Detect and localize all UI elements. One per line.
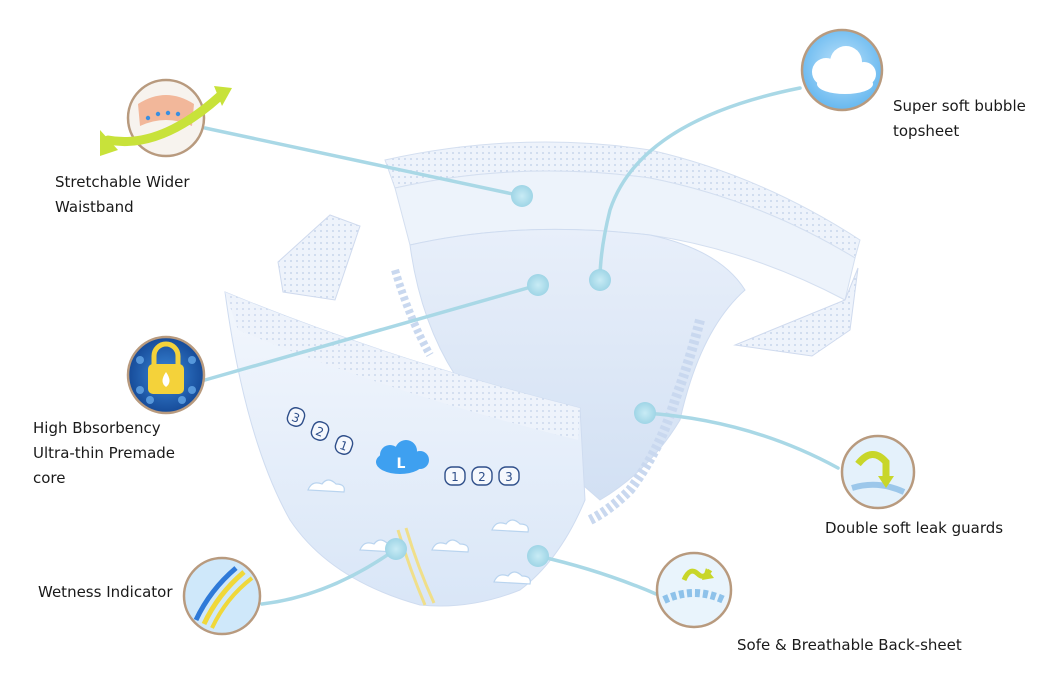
size-badge-cloud: L — [376, 440, 429, 474]
label-line: Super soft bubble — [893, 97, 1026, 115]
left-side-tab — [277, 214, 361, 301]
label-core: High Bbsorbency Ultra-thin Premade core — [33, 416, 175, 491]
node-core — [527, 274, 549, 296]
stretch-waistband-icon — [100, 78, 232, 158]
label-line: Waistband — [55, 198, 134, 216]
label-line: Stretchable Wider — [55, 173, 190, 191]
leader-line-backsheet — [536, 554, 658, 596]
node-wetness — [385, 538, 407, 560]
lock-drop-icon — [126, 335, 206, 415]
node-topsheet — [589, 269, 611, 291]
label-waistband: Stretchable Wider Waistband — [55, 170, 190, 220]
label-line: High Bbsorbency — [33, 419, 161, 437]
size-steps-back: 3 2 1 — [286, 407, 354, 455]
node-leak-guards — [634, 402, 656, 424]
label-line: Double soft leak guards — [825, 519, 1004, 537]
label-line: core — [33, 469, 66, 487]
label-line: Wetness Indicator — [38, 583, 173, 601]
leader-lines — [203, 86, 840, 606]
leak-guard-left — [391, 268, 434, 357]
label-line: Sofe & Breathable Back-sheet — [737, 636, 962, 654]
label-backsheet: Sofe & Breathable Back-sheet — [737, 633, 962, 658]
leader-line-leak-guards — [643, 411, 840, 470]
leader-line-wetness — [260, 547, 398, 606]
label-line: Ultra-thin Premade — [33, 444, 176, 462]
size-step: 3 — [290, 410, 302, 426]
leader-line-topsheet — [598, 86, 802, 282]
right-side-tab — [733, 267, 859, 357]
wetness-stripe — [404, 527, 436, 604]
front-waist-mesh — [225, 292, 580, 440]
size-step: 3 — [505, 470, 513, 484]
label-wetness: Wetness Indicator — [38, 580, 172, 605]
wetness-stripe-icon — [182, 556, 262, 636]
label-line: topsheet — [893, 122, 960, 140]
label-leak-guards: Double soft leak guards — [825, 516, 1003, 541]
size-step: 1 — [338, 438, 350, 454]
label-topsheet: Super soft bubble topsheet — [893, 94, 1026, 144]
size-badge-label: L — [397, 456, 406, 472]
leader-nodes — [385, 185, 656, 567]
node-waistband — [511, 185, 533, 207]
breathable-sheet-icon — [655, 551, 733, 629]
leader-line-core — [203, 283, 540, 382]
size-step: 2 — [478, 470, 486, 484]
leak-guard-right — [587, 318, 705, 525]
size-step: 1 — [451, 470, 459, 484]
leader-line-waistband — [203, 126, 524, 198]
cloud-bubble-icon — [800, 28, 884, 112]
decor-clouds — [307, 479, 531, 585]
wetness-stripe — [396, 529, 427, 606]
node-backsheet — [527, 545, 549, 567]
size-steps-front: 1 2 3 — [444, 466, 520, 486]
leak-guard-arrow-icon — [840, 434, 916, 510]
size-step: 2 — [314, 424, 326, 440]
